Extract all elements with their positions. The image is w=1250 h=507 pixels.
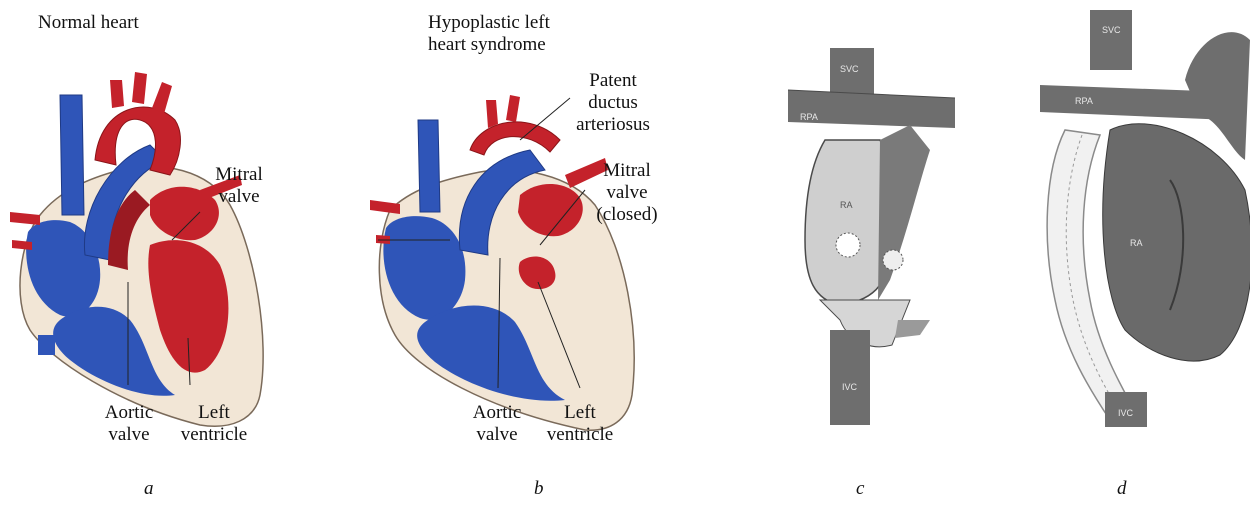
heart-body [1103,124,1250,361]
patch-disc [836,233,860,257]
normal-heart-illustration [0,0,300,470]
fontan-procedure-illustration: SVC RPA RA IVC [1020,0,1250,470]
panel-b: Hypoplastic left heart syndrome Patent d… [370,0,690,507]
label-mitral-valve: Mitral valve [204,164,274,208]
panel-a: Normal heart Mitral valve Aortic valve L… [0,0,300,507]
panel-d: SVC RPA RA IVC d [1020,0,1250,507]
superior-vena-cava [60,95,84,215]
label-left-ventricle: Left ventricle [538,402,622,446]
patch-disc-2 [883,250,903,270]
svc-text: SVC [1102,25,1121,35]
ivc-text: IVC [1118,408,1134,418]
svc-vessel [1090,10,1132,70]
label-left-ventricle: Left ventricle [172,402,256,446]
glenn-procedure-illustration: SVC RPA RA IVC [780,0,970,470]
panel-b-caption: b [534,478,544,500]
rpa-text: RPA [1075,96,1093,106]
panel-d-caption: d [1117,478,1127,500]
rpa-text: RPA [800,112,818,122]
svc-text: SVC [840,64,859,74]
inferior-vena-cava [38,335,55,355]
rpa-vessel [788,90,955,128]
ra-text: RA [840,200,853,210]
ivc-text: IVC [842,382,858,392]
ivc-vessel [830,330,870,425]
panel-c-caption: c [856,478,864,500]
label-patent-ductus: Patent ductus arteriosus [558,70,668,136]
label-aortic-valve: Aortic valve [98,402,160,446]
panel-c: SVC RPA RA IVC c [780,0,970,507]
label-aortic-valve: Aortic valve [466,402,528,446]
ra-text: RA [1130,238,1143,248]
superior-vena-cava [418,120,440,212]
label-mitral-valve-closed: Mitral valve (closed) [584,160,670,226]
ductus-arteriosus [470,122,560,155]
cut-edge [895,320,930,338]
panel-a-caption: a [144,478,154,500]
